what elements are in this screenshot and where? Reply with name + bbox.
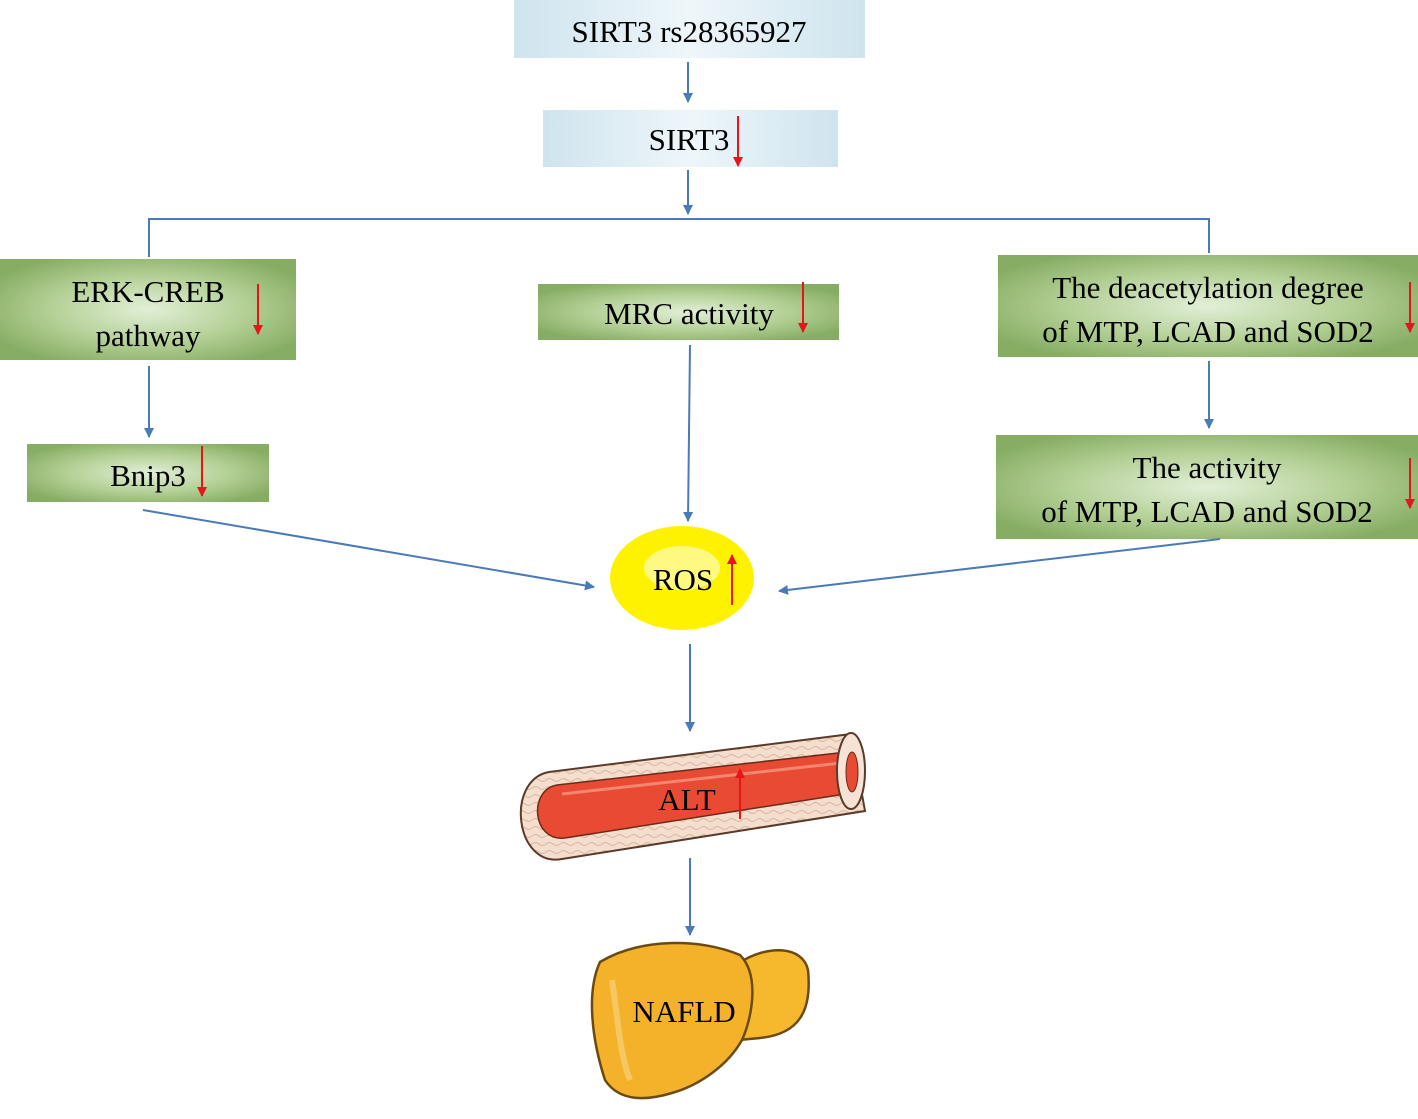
activity-label-line1: The activity [1132,450,1282,485]
activity-label-line2: of MTP, LCAD and SOD2 [1041,494,1373,529]
box-activity [996,435,1418,539]
mrc-label: MRC activity [604,296,774,331]
sirt3-snp-label: SIRT3 rs28365927 [571,14,807,49]
indicator-arrows [197,116,1415,819]
deacetylation-label-line1: The deacetylation degree [1052,270,1364,305]
box-bnip3 [27,444,269,502]
sirt3-label: SIRT3 [648,122,730,157]
box-deacetylation [998,255,1418,357]
erk-creb-label-line1: ERK-CREB [71,274,225,309]
alt-label: ALT [658,782,716,817]
nafld-label: NAFLD [632,994,736,1029]
erk-creb-label: ERK-CREB pathway [71,270,224,358]
ros-label: ROS [652,562,714,597]
box-sirt3-snp [514,0,865,58]
deacetylation-label: The deacetylation degree of MTP, LCAD an… [1042,266,1374,354]
connectors [142,62,1221,936]
box-erk-creb [0,259,296,360]
activity-label: The activity of MTP, LCAD and SOD2 [1041,446,1373,534]
blood-vessel-illustration [519,732,867,861]
deacetylation-label-line2: of MTP, LCAD and SOD2 [1042,314,1374,349]
liver-illustration [590,941,810,1100]
box-mrc [538,284,839,340]
bnip3-label: Bnip3 [110,458,186,493]
box-sirt3 [543,110,838,167]
erk-creb-label-line2: pathway [95,318,201,353]
